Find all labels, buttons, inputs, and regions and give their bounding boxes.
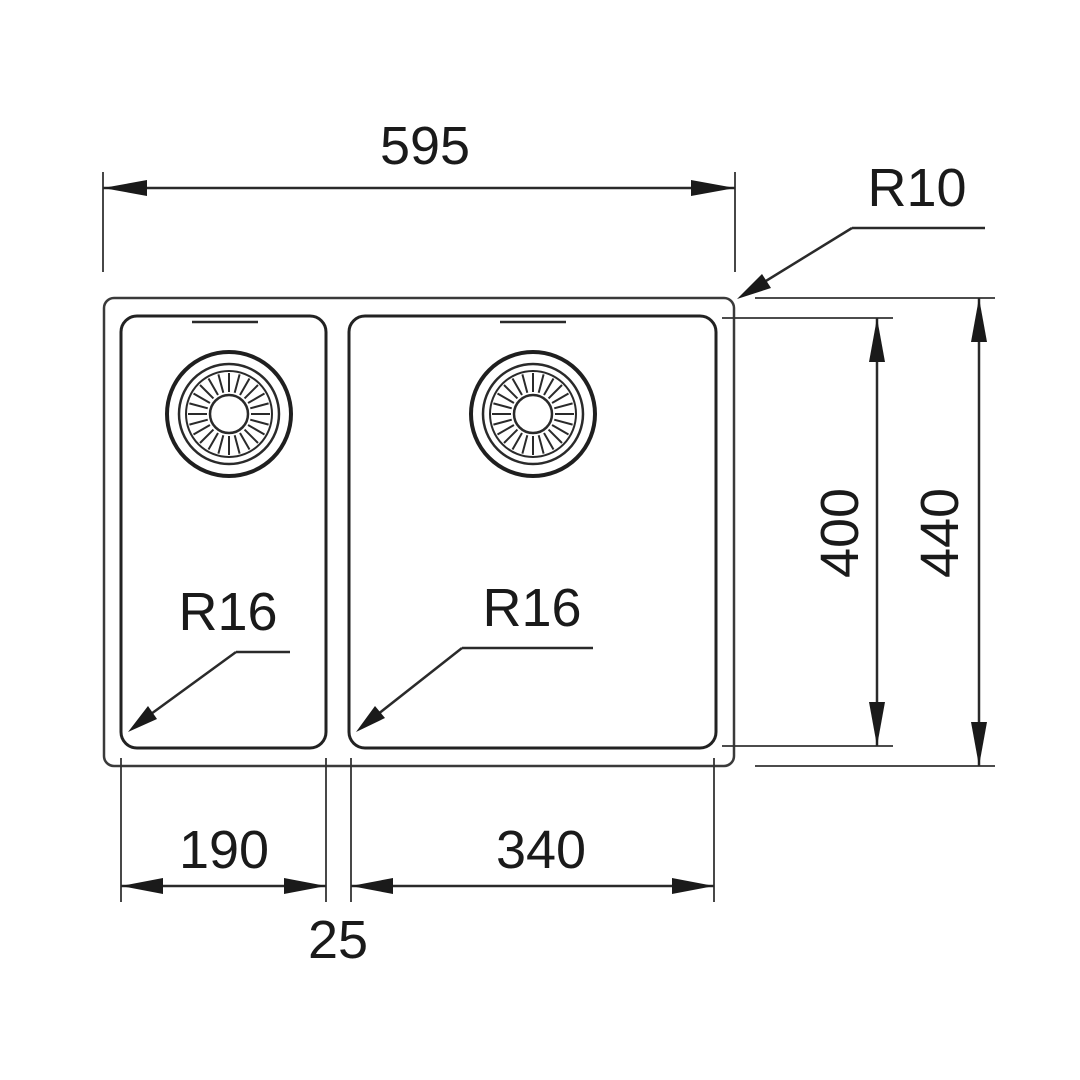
overall-depth-label: 440 [910,488,970,578]
drain-spoke [217,374,225,394]
drain-spoke [247,392,266,404]
drain-spoke [496,392,515,404]
large-bowl-drain-icon [469,350,597,478]
drain-spoke [192,392,211,404]
drain-spoke [239,377,251,396]
drain-spoke [521,434,529,454]
drain-spoke [553,402,573,410]
drain-spoke [207,432,219,451]
drain-spoke [543,432,555,451]
drain-spoke [551,424,570,436]
depth400-arrow-top-icon [869,318,885,362]
drain-spoke [249,402,269,410]
drain-spoke [511,432,523,451]
drain-spoke [239,432,251,451]
drain-spoke [493,418,513,426]
drain-spoke [199,428,215,444]
r10-arrow-icon [737,274,771,299]
small-bowl-radius-label: R16 [178,582,277,642]
drain-spoke [537,434,545,454]
small-bowl: R16 [119,314,328,750]
sink-outer-outline [102,296,736,768]
overall-width-dimension: 595 [102,116,736,272]
large-width-arrow-right-icon [672,878,714,894]
drain-spoke [199,384,215,400]
drain-spoke [493,402,513,410]
bottom-width-dimensions: 190 340 25 [120,758,715,970]
overall-width-label: 595 [380,116,470,176]
depth440-arrow-top-icon [971,298,987,342]
drain-spoke [547,428,563,444]
large-bowl-outline [347,314,718,750]
large-width-arrow-left-icon [351,878,393,894]
large-bowl-radius-label: R16 [482,578,581,638]
drain-spoke [249,418,269,426]
drain-spoke [511,377,523,396]
large-bowl: R16 [347,314,718,750]
drain-spoke [503,428,519,444]
drain-spoke [189,402,209,410]
overall-depth-dimension: 440 [755,297,995,767]
small-width-arrow-right-icon [284,878,326,894]
small-bowl-drain-icon [165,350,293,478]
small-width-arrow-left-icon [121,878,163,894]
drain-spoke [553,418,573,426]
drain-spoke [217,434,225,454]
arrow-right-icon [691,180,735,196]
drain-spoke [233,434,241,454]
small-r16-leader-diagonal [139,650,237,724]
large-r16-arrow-icon [356,706,385,732]
drain-spoke [547,384,563,400]
drain-spoke [192,424,211,436]
small-bowl-width-label: 190 [179,820,269,880]
bowl-depth-dimension: 400 [722,317,893,747]
depth440-arrow-bottom-icon [971,722,987,766]
corner-radius-callout: R10 [737,158,985,299]
large-r16-leader-diagonal [367,647,463,723]
corner-radius-label: R10 [867,158,966,218]
large-bowl-width-label: 340 [496,820,586,880]
divider-width-label: 25 [308,910,368,970]
bowl-depth-label: 400 [810,488,870,578]
arrow-left-icon [103,180,147,196]
drain-spoke [543,377,555,396]
drain-spoke [207,377,219,396]
drain-spoke [243,384,259,400]
drain-spoke [537,374,545,394]
small-bowl-outline [119,314,328,750]
drain-spoke [521,374,529,394]
small-r16-arrow-icon [128,706,157,732]
depth400-arrow-bottom-icon [869,702,885,746]
drain-spoke [247,424,266,436]
drain-spoke [551,392,570,404]
drain-spoke [503,384,519,400]
drain-spoke [243,428,259,444]
drain-spoke [496,424,515,436]
drain-spoke [233,374,241,394]
drain-spoke [189,418,209,426]
